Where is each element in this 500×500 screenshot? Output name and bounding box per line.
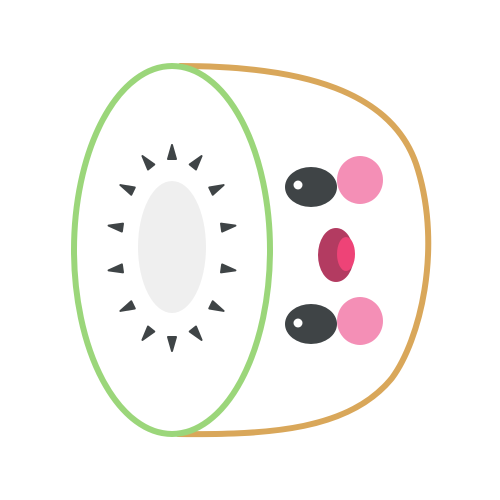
upper-eye-highlight <box>293 180 303 190</box>
kiwi-seeds <box>107 144 237 352</box>
upper-cheek <box>337 156 383 204</box>
kiwi-seed <box>188 155 203 171</box>
kiwi-seed <box>141 325 156 341</box>
kiwi-seed <box>220 222 237 233</box>
kiwi-seed <box>167 336 177 352</box>
tongue <box>337 237 355 271</box>
kiwi-seed <box>119 184 136 196</box>
kiwi-core <box>138 181 206 313</box>
kiwi-seed <box>141 155 156 171</box>
lower-cheek <box>337 297 383 345</box>
kiwi-seed <box>167 144 177 160</box>
lower-eye-highlight <box>293 318 303 328</box>
lower-eye <box>285 304 337 344</box>
kiwi-seed <box>107 222 124 233</box>
kiwi-seed <box>208 184 225 196</box>
kiwi-seed <box>119 300 136 312</box>
kiwi-seed <box>208 300 225 312</box>
kiwi-seed <box>107 263 124 274</box>
kiwi-face <box>285 156 383 345</box>
upper-eye <box>285 167 337 207</box>
kiwi-seed <box>220 263 237 274</box>
kiwi-seed <box>188 325 203 341</box>
